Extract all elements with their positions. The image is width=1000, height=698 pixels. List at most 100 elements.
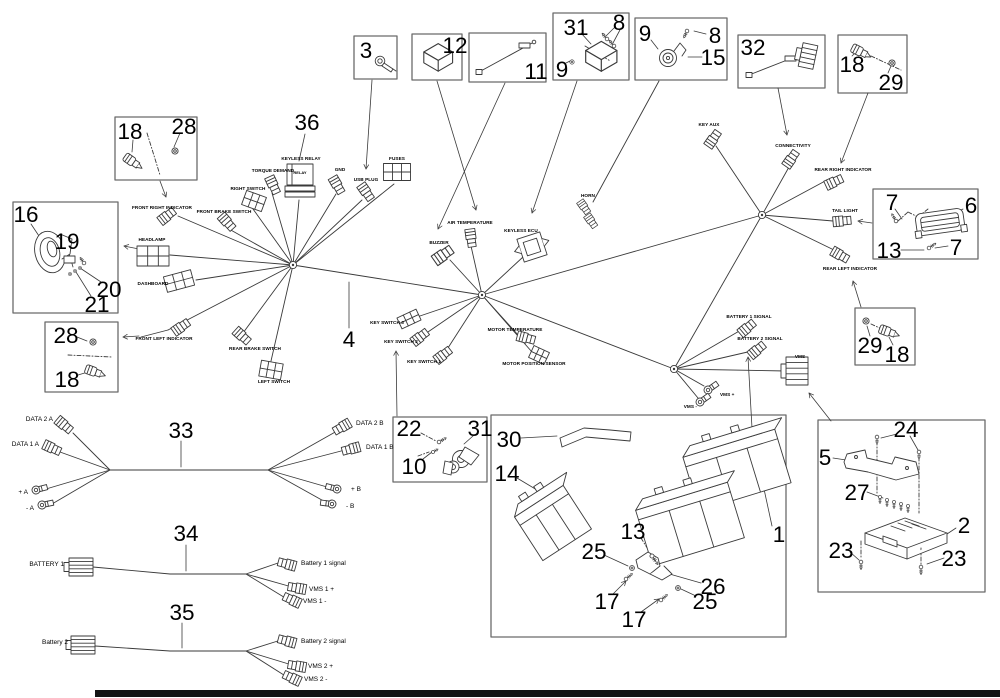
part-32-connector-icon — [794, 42, 819, 70]
horn-connector-icon — [576, 198, 592, 216]
pointer-arrow — [839, 92, 869, 164]
callout-31: 31 — [563, 15, 588, 40]
harness-wire — [45, 469, 111, 490]
pointer-arrow — [640, 598, 660, 613]
leader-line — [832, 457, 847, 461]
label-headlamp: HEADLAMP — [139, 237, 166, 242]
flasher-screw-1-icon — [601, 32, 610, 42]
callout-6: 6 — [965, 193, 978, 218]
label-battery-1-signal: Battery 1 signal — [301, 560, 346, 567]
pointer-arrow — [857, 218, 873, 225]
label-data-1-a: DATA 1 A — [12, 441, 40, 448]
label-key-aux: KEY AUX — [699, 122, 721, 127]
callout-23: 23 — [941, 546, 966, 571]
data-1-a-connector-icon — [41, 439, 63, 456]
pointer-arrow — [436, 80, 478, 211]
pointer-arrow — [437, 82, 506, 230]
data-1-b-connector-icon — [340, 441, 362, 456]
callout-24: 24 — [893, 417, 918, 442]
callout-4: 4 — [343, 327, 356, 352]
leader-line — [605, 26, 616, 37]
label-front-right-indicator: FRONT RIGHT INDICATOR — [132, 205, 193, 210]
horn-screw-icon — [683, 28, 690, 39]
part-box-5-2 — [817, 419, 986, 593]
callout-15: 15 — [700, 45, 725, 70]
callout-30: 30 — [496, 427, 521, 452]
battery-1-connector-icon — [63, 557, 94, 577]
leader-line — [520, 435, 558, 439]
part-27-screw-5-icon — [906, 504, 910, 513]
part-box-29-18 — [854, 307, 916, 366]
part-26-bracket-icon — [635, 551, 673, 581]
callout-23: 23 — [828, 538, 853, 563]
harness-junction — [477, 290, 487, 300]
headlamp-screw-dot-3-icon — [78, 266, 82, 270]
headlamp-screw-dot-2-icon — [73, 269, 77, 273]
harness-wire — [245, 573, 288, 600]
callout-28: 28 — [171, 114, 196, 139]
battery-1-signal-terminal-icon — [276, 557, 298, 572]
harness-wire — [169, 254, 294, 266]
harness-wire — [252, 208, 294, 266]
pointer-arrow — [612, 580, 627, 595]
label-vms: VMS + — [720, 392, 735, 397]
label-battery-2: Battery 2 — [42, 639, 68, 646]
tail-light-connector-icon — [832, 215, 852, 228]
callout-22: 22 — [396, 416, 421, 441]
harness-wire — [761, 179, 828, 216]
plus-a-terminal-icon — [31, 484, 49, 495]
callout-25: 25 — [692, 589, 717, 614]
label-keyless-ecu: KEYLESS ECU — [504, 228, 538, 233]
connectivity-connector-icon — [781, 148, 800, 170]
harness-wire — [267, 449, 346, 471]
callout-8: 8 — [709, 23, 722, 48]
key-switch-2-connector-icon — [409, 327, 431, 347]
data-2-a-connector-icon — [53, 414, 74, 435]
label-battery-2-signal: BATTERY 2 SIGNAL — [737, 336, 782, 341]
label-vms-2: VMS 2 + — [308, 663, 333, 670]
callout-8: 8 — [613, 10, 626, 35]
label-key-switch-3: KEY SWITCH 3 — [370, 320, 404, 325]
vms-2-plus-terminal-icon — [286, 660, 308, 673]
part-25-nut-b-icon — [675, 585, 681, 591]
label-fuses: FUSES — [389, 156, 405, 161]
label-b: - B — [346, 503, 354, 510]
flasher-nut-icon — [569, 59, 575, 65]
label-front-brake-switch: FRONT BRAKE SWITCH — [197, 209, 252, 214]
part-13-screw-icon — [649, 553, 659, 565]
callout-10: 10 — [401, 454, 426, 479]
harness-wire — [292, 264, 483, 296]
rear-brake-switch-icon — [231, 325, 252, 346]
harness-wire — [445, 294, 483, 352]
part-3-switch-icon — [374, 55, 397, 73]
label-data-2-b: DATA 2 B — [356, 420, 384, 427]
rear-bulb-nut-icon — [888, 59, 896, 67]
part-30-sticker-icon — [559, 427, 632, 448]
callout-17: 17 — [594, 589, 619, 614]
label-b: + B — [351, 486, 361, 493]
label-motor-position-sensor: MOTOR POSITION SENSOR — [502, 361, 566, 366]
headlamp-connector-icon — [136, 245, 170, 267]
vms-minus-terminal-icon — [695, 392, 712, 407]
motor-temperature-connector-icon — [515, 330, 537, 345]
harness-wire — [761, 214, 835, 251]
label-key-switch-1: KEY SWITCH 1 — [407, 359, 441, 364]
harness-wire — [242, 264, 294, 334]
harness-wire — [761, 166, 790, 216]
leader-line — [926, 557, 945, 565]
leader-line — [880, 433, 898, 439]
part-23-bolt-a-icon — [858, 559, 864, 570]
harness-wire — [481, 214, 763, 296]
rear-bulb-icon — [850, 43, 872, 59]
vms-2-minus-terminal-icon — [281, 670, 303, 687]
label-motor-temperature: MOTOR TEMPERATURE — [488, 327, 543, 332]
leader-line — [580, 32, 592, 45]
tail-light-screw-2-icon — [926, 242, 937, 251]
fuse-box-icon — [383, 163, 411, 181]
label-right-switch: RIGHT SWITCH — [231, 186, 267, 191]
label-dashboard: DASHBOARD — [138, 281, 169, 286]
harness-wire — [481, 294, 533, 353]
label-battery-1: BATTERY 1 — [29, 561, 64, 568]
